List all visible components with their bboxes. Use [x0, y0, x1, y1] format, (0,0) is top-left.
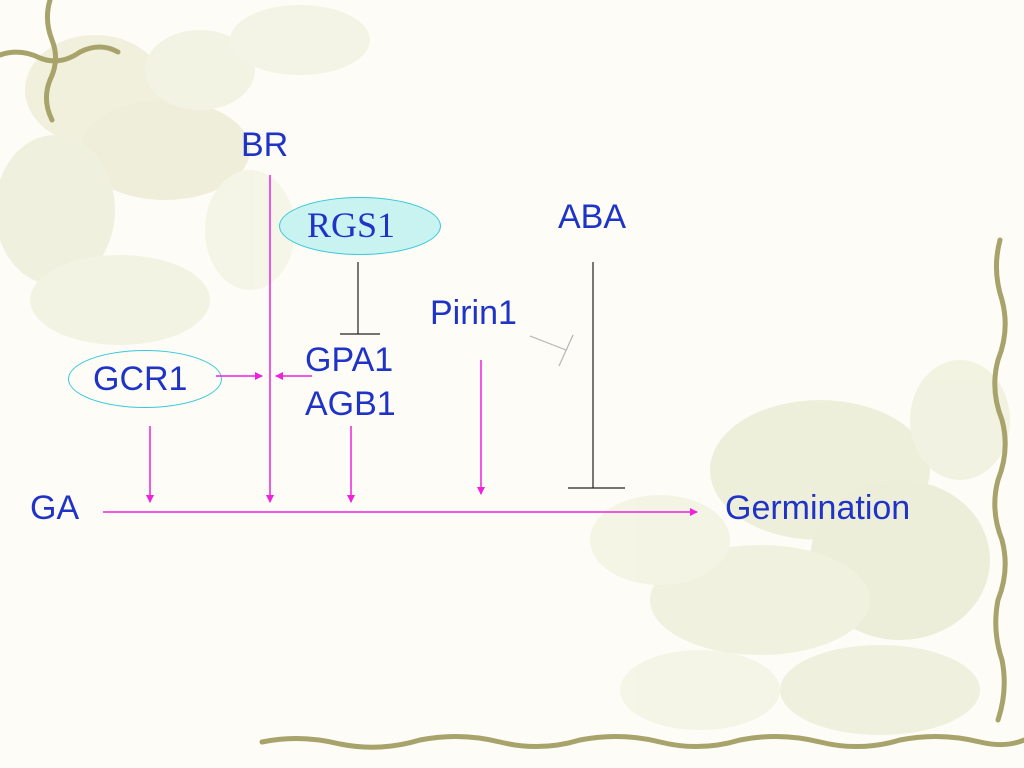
rgs1-label: RGS1 — [307, 205, 396, 245]
pirin1-label: Pirin1 — [430, 294, 517, 332]
agb1-label: AGB1 — [305, 385, 396, 423]
gcr1-ellipse — [68, 350, 222, 408]
aba-label: ABA — [558, 198, 627, 236]
gpa1-label: GPA1 — [305, 341, 394, 379]
pirin1-aba-inhibition-bar — [558, 334, 574, 367]
rgs1-ellipse — [279, 197, 441, 255]
germination-label: Germination — [725, 489, 911, 527]
gcr1-label: GCR1 — [93, 360, 188, 398]
ga-label: GA — [30, 489, 80, 527]
br-label: BR — [241, 126, 289, 164]
pirin1-aba-inhibition-line — [529, 335, 567, 351]
